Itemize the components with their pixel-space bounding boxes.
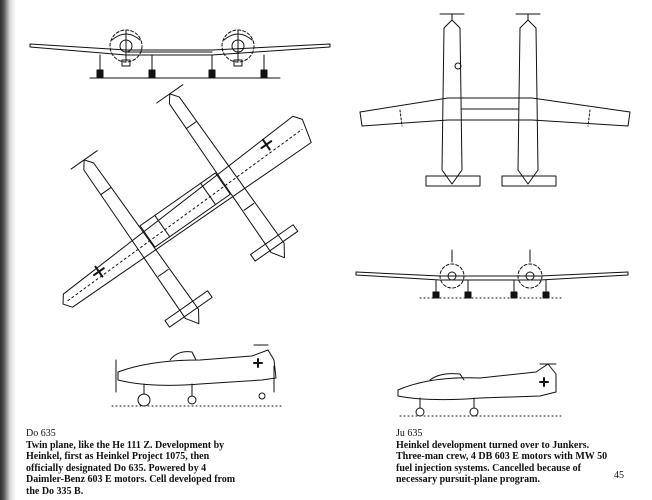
ju635-front-view (355, 249, 629, 299)
caption-do635: Do 635 Twin plane, like the He 111 Z. De… (26, 428, 246, 497)
do635-side-view (111, 344, 283, 407)
page-number: 45 (614, 470, 624, 481)
ju635-side-view (397, 363, 563, 417)
ju635-plan-view (359, 13, 631, 187)
caption-ju635: Ju 635 Heinkel development turned over t… (396, 428, 618, 486)
do635-front-view (29, 29, 331, 79)
caption-do635-name: Do 635 (26, 428, 56, 439)
scan-binding-edge (0, 0, 16, 500)
do635-plan-view (62, 84, 312, 328)
caption-do635-body: Twin plane, like the He 111 Z. Developme… (26, 439, 236, 497)
caption-ju635-body: Heinkel development turned over to Junke… (396, 439, 608, 486)
caption-ju635-name: Ju 635 (396, 428, 423, 439)
